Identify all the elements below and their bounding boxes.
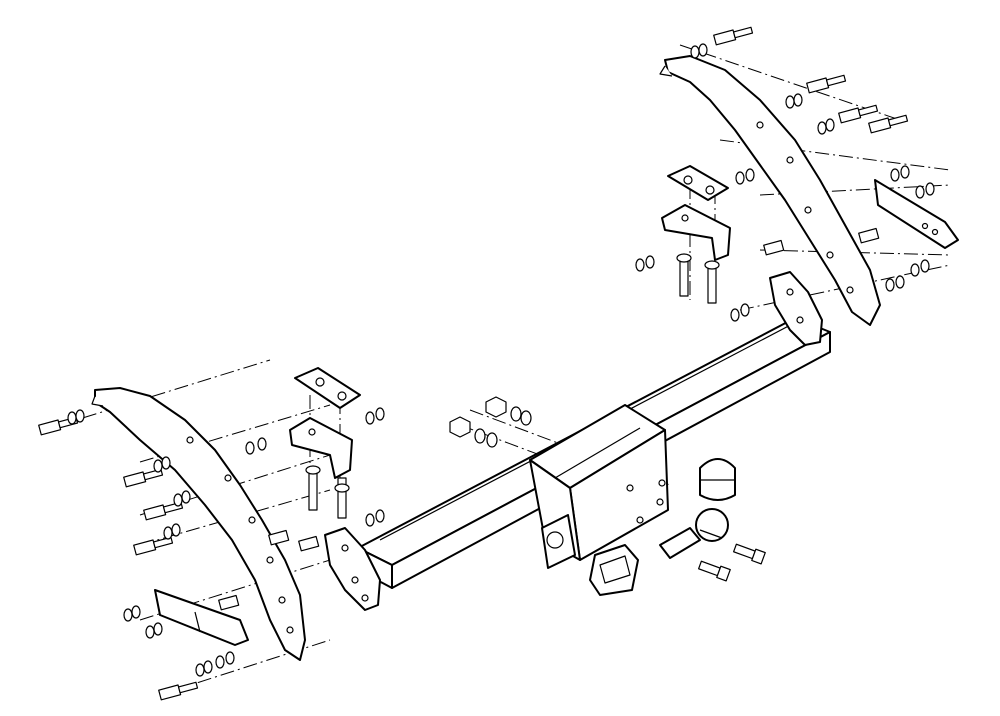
left-end-plate <box>324 527 381 611</box>
left-clamp-plate-top <box>294 367 361 409</box>
tow-ball <box>659 508 729 559</box>
left-clamp-bracket <box>289 417 353 479</box>
right-outer-plate <box>874 179 959 249</box>
tow-ball-cap <box>699 458 736 501</box>
vertical-bolts-left <box>305 465 350 519</box>
vertical-bolts-right <box>676 253 720 304</box>
assembly-axes <box>59 44 951 691</box>
left-side-bracket <box>91 387 306 661</box>
electrical-socket <box>589 544 639 596</box>
washer-set-right <box>635 43 935 322</box>
bolt-set-right <box>713 26 909 256</box>
electrical-socket-plate <box>541 514 576 569</box>
right-end-plate <box>769 271 823 346</box>
washer-set-left <box>67 407 385 677</box>
left-lower-plate <box>154 589 249 646</box>
center-fasteners <box>449 396 766 582</box>
right-clamp-bracket <box>661 204 731 261</box>
right-side-bracket <box>659 55 881 326</box>
right-clamp-plate-top <box>667 165 729 201</box>
